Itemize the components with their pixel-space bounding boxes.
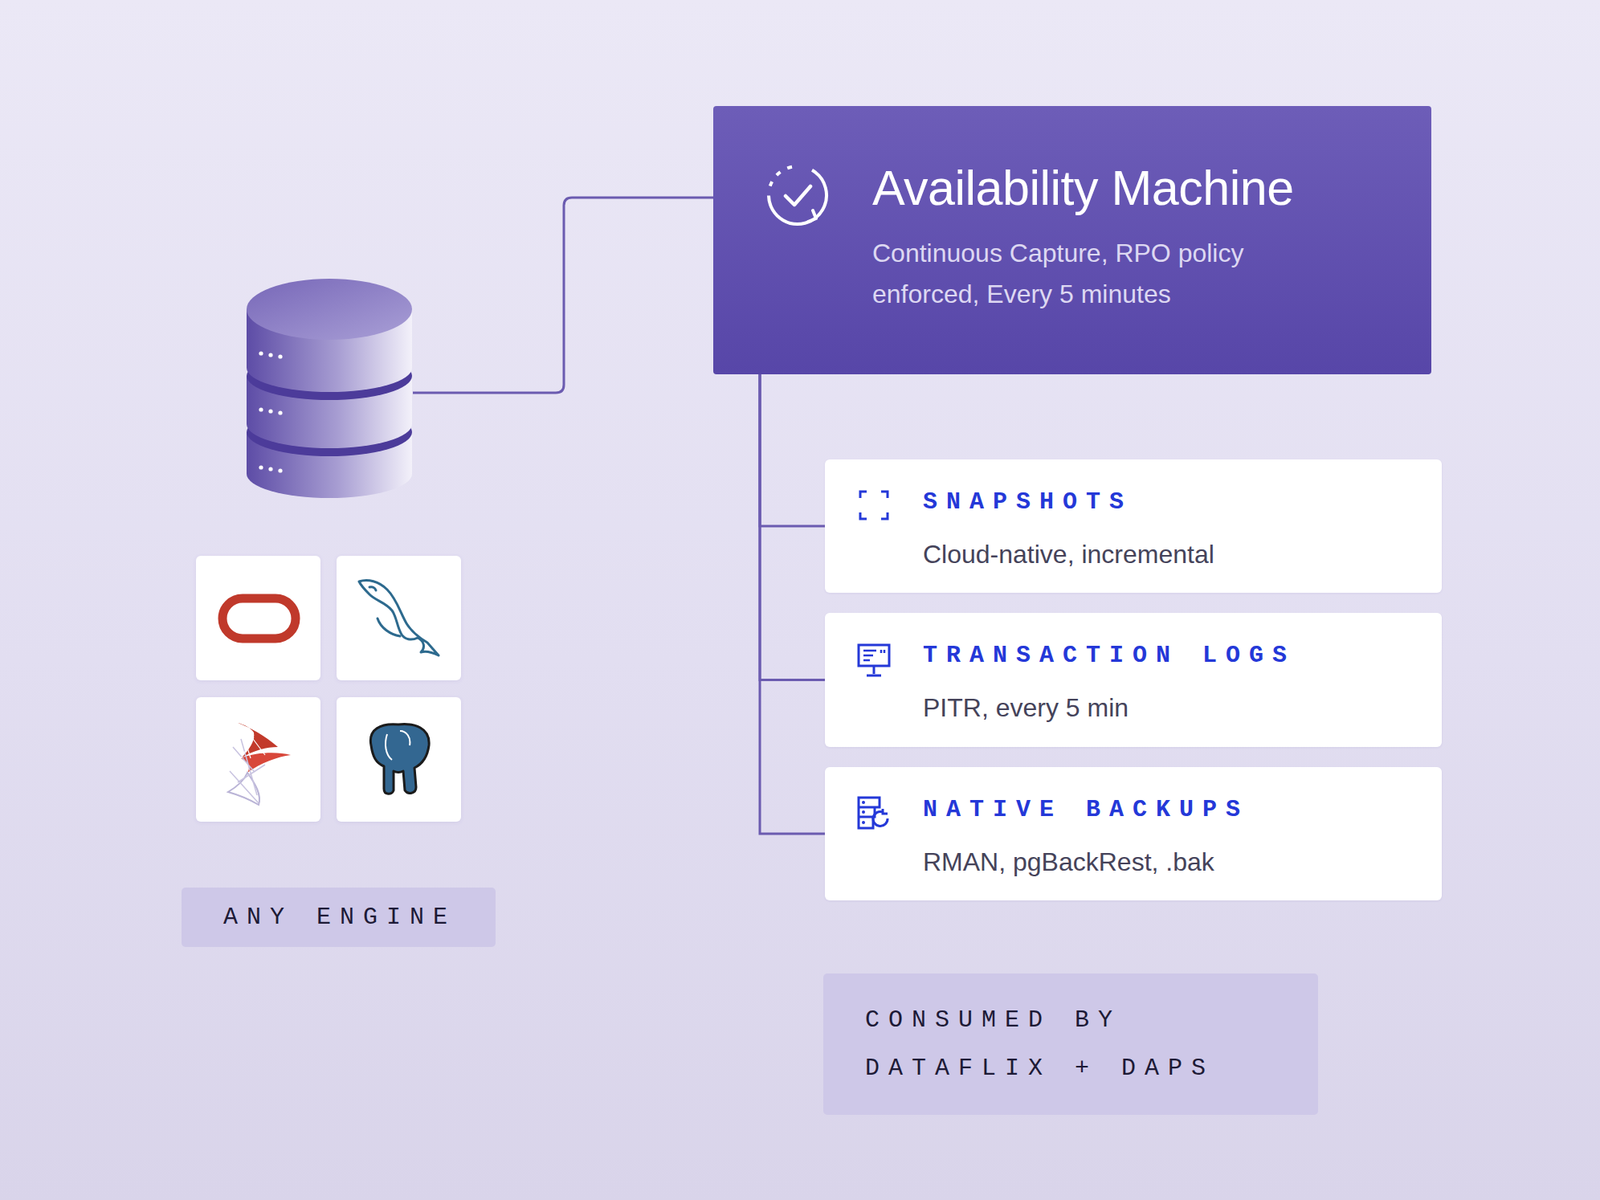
engine-tiles	[195, 555, 462, 822]
check-icon	[763, 160, 833, 230]
snapshot-card: SNAPSHOTS Cloud-native, incremental	[824, 459, 1442, 593]
node-heading: Availability Machine	[872, 159, 1400, 217]
node-body: PITR, every 5 min	[922, 691, 1418, 724]
branch-connector	[759, 374, 825, 681]
node-body: Continuous Capture, RPO policy enforced,…	[872, 232, 1347, 315]
snap-icon	[857, 488, 891, 523]
node-heading: TRANSACTION LOGS	[922, 640, 1418, 671]
branch-connector	[759, 374, 825, 527]
postgresql-logo	[370, 724, 429, 795]
database-icon	[246, 278, 413, 498]
engine-tag: ANY ENGINE	[181, 887, 496, 947]
consumer-tag: CONSUMED BY DATAFLIX + DAPS	[823, 973, 1319, 1115]
node-heading: SNAPSHOTS	[922, 486, 1418, 518]
server-icon	[855, 794, 894, 833]
branch-connector	[759, 374, 825, 834]
node-heading: NATIVE BACKUPS	[922, 794, 1418, 825]
transaction-log-card: TRANSACTION LOGS PITR, every 5 min	[824, 612, 1442, 747]
native-backup-card: NATIVE BACKUPS RMAN, pgBackRest, .bak	[824, 767, 1442, 901]
monitor-icon	[855, 641, 893, 679]
node-heading: ANY ENGINE	[223, 902, 480, 933]
node-body: RMAN, pgBackRest, .bak	[922, 845, 1418, 878]
node-body: Cloud-native, incremental	[922, 538, 1418, 571]
mysql-logo	[359, 579, 439, 656]
node-heading: CONSUMED BY DATAFLIX + DAPS	[865, 995, 1243, 1093]
db-link-line	[412, 197, 714, 393]
availability-machine-box: Availability MachineContinuous Capture, …	[713, 106, 1432, 375]
sqlserver-logo	[228, 722, 291, 805]
oracle-logo	[222, 598, 296, 639]
